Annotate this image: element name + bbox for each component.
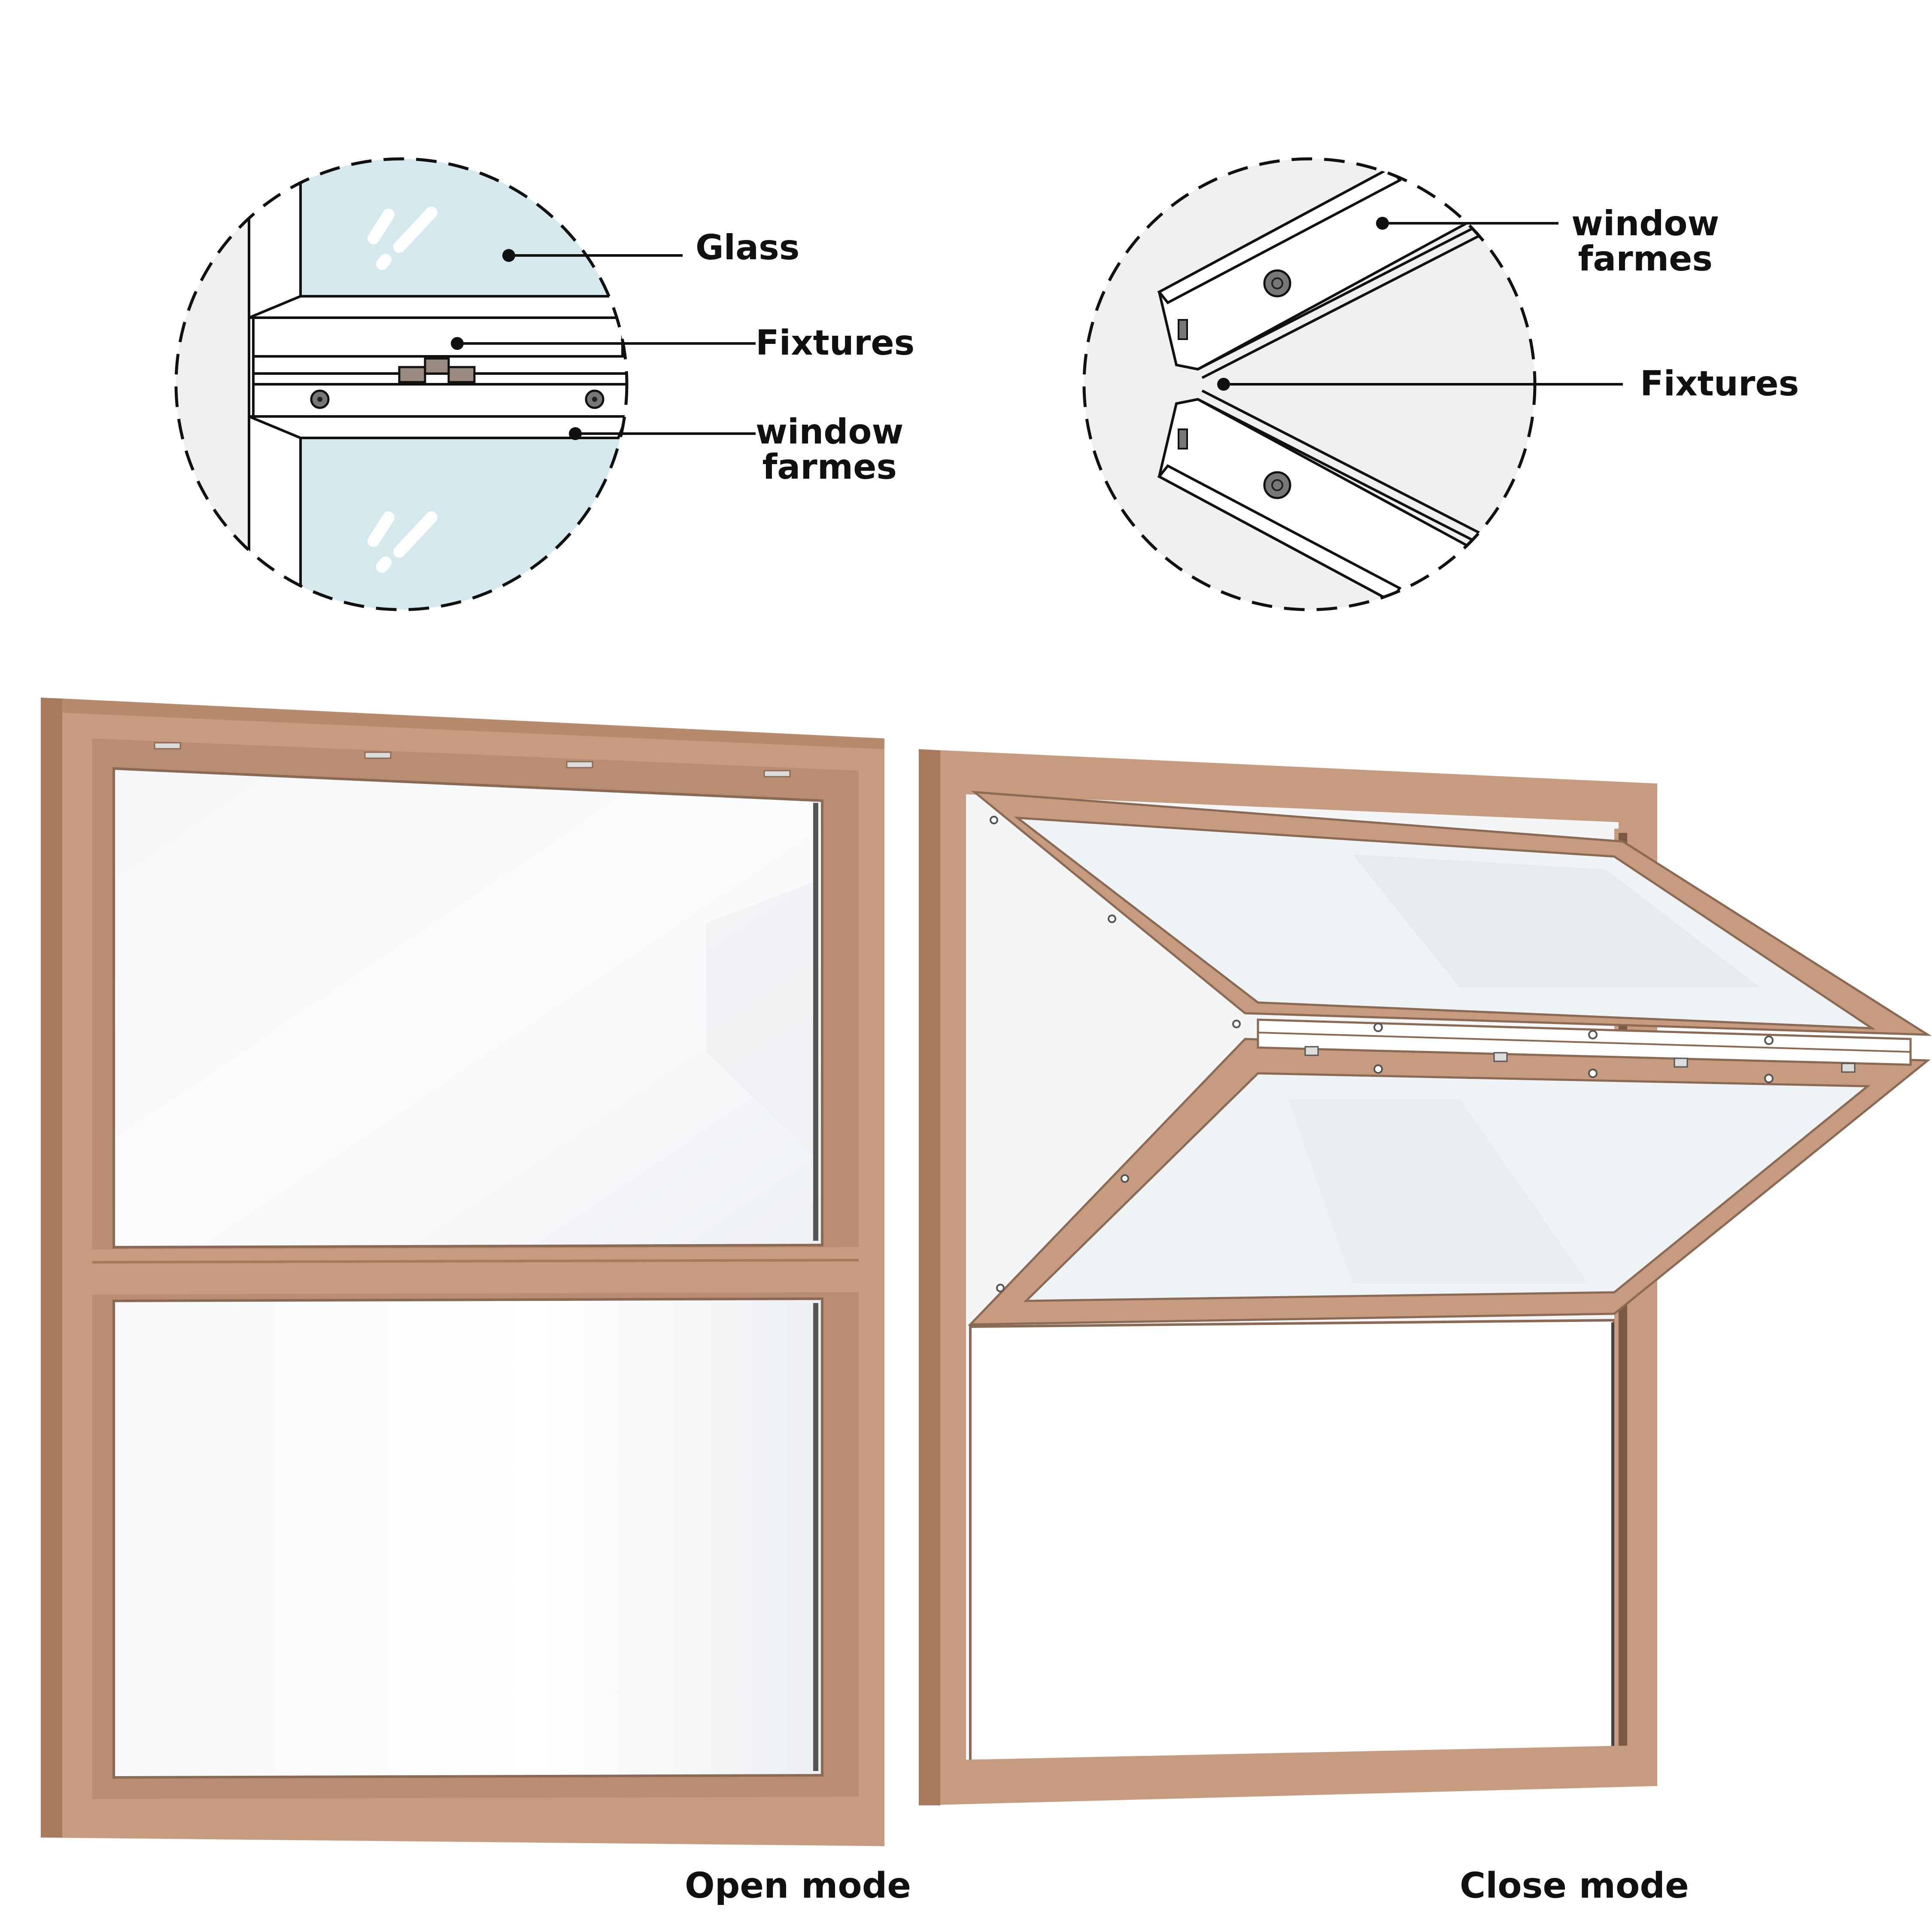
leader-glass (502, 249, 683, 262)
left-window-lower-pane (112, 1297, 823, 1779)
hinge-detail (398, 357, 476, 383)
screw-left (310, 389, 330, 409)
label-fixtures-open: Fixtures (756, 323, 915, 363)
leader-fixtures-closed (1217, 378, 1623, 391)
detail-closed-circle (1082, 157, 1623, 611)
glass-reflection-upper (368, 207, 437, 270)
detail-open-outline (174, 157, 629, 611)
window-open-mode (41, 698, 884, 1846)
leader-fixtures-open (451, 337, 756, 350)
left-window-mullion (92, 1247, 859, 1294)
label-frames-open: window farmes (756, 412, 904, 487)
label-glass: Glass (696, 228, 800, 267)
screw-lower (1263, 471, 1291, 499)
label-fixtures-closed: Fixtures (1640, 364, 1799, 404)
right-window-lower-pane (969, 1318, 1616, 1766)
left-window-upper-pane (112, 767, 823, 1249)
detail-open-circle (174, 157, 756, 611)
leader-frames-open (569, 427, 756, 440)
screw-right (585, 389, 605, 409)
leader-frames-closed (1376, 217, 1558, 230)
window-close-mode (919, 749, 1932, 1805)
label-frames-closed: window farmes (1571, 204, 1719, 279)
glass-pane-upper (299, 159, 627, 319)
glass-reflection-lower (368, 511, 437, 573)
glass-pane-lower (299, 424, 627, 610)
caption-close-mode: Close mode (1460, 1865, 1689, 1906)
screw-upper (1263, 269, 1291, 298)
caption-open-mode: Open mode (685, 1865, 911, 1906)
